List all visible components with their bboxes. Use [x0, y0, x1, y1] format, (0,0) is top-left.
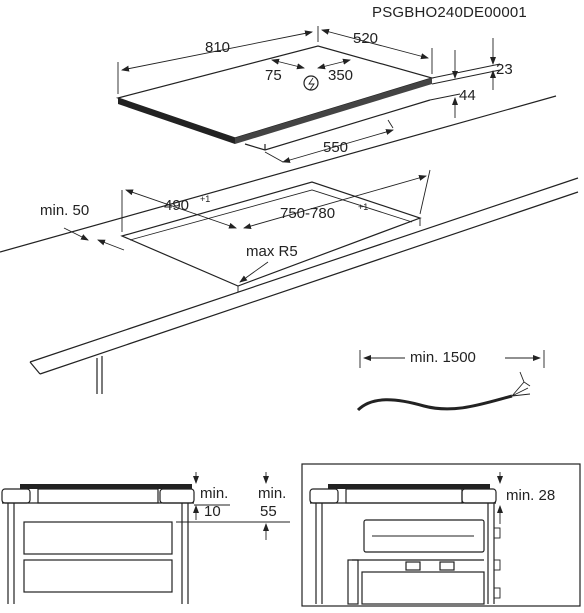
right-view-frame — [301, 463, 581, 607]
cable-outlet-icon — [303, 75, 319, 91]
hob-drawing: 810 520 75 350 23 44 550 — [115, 26, 513, 163]
corner-radius-label: max R5 — [246, 243, 298, 260]
right-hob-glass — [328, 484, 490, 489]
left-min-label-b: min. — [258, 485, 286, 502]
cable-line — [356, 394, 513, 412]
front-distance-label: min. 50 — [40, 202, 89, 219]
cutout-depth-label: 490 — [164, 197, 189, 214]
left-section-view: min. 10 min. 55 — [1, 472, 290, 604]
left-min-label-a: min. — [200, 485, 228, 502]
hob-front-edge — [118, 98, 235, 144]
document-code: PSGBHO240DE00001 — [372, 4, 527, 21]
hob-glass-top — [115, 45, 435, 139]
right-section-view: min. 28 — [301, 463, 581, 607]
cutout-width-label: 750-780 — [280, 205, 335, 222]
left-min-value-a: 10 — [204, 503, 221, 520]
left-hob-glass — [20, 484, 192, 489]
cutout-depth-tolerance: +1 — [200, 194, 210, 204]
cable-drawing: min. 1500 — [356, 349, 545, 412]
cable-length-label: min. 1500 — [410, 349, 476, 366]
hob-width-label: 810 — [205, 39, 230, 56]
oven-top — [363, 519, 485, 553]
hob-box-width-label: 550 — [323, 139, 348, 156]
left-min-value-b: 55 — [260, 503, 277, 520]
hob-thickness-label: 23 — [496, 61, 513, 78]
cutout-width-tolerance: +1 — [358, 202, 368, 212]
cable-offset-left-label: 75 — [265, 67, 282, 84]
worktop-drawing: 490 +1 750-780 +1 max R5 min. 50 — [0, 95, 579, 394]
hob-depth-label: 520 — [353, 30, 378, 47]
cable-offset-right-label: 350 — [328, 67, 353, 84]
hob-side-edge — [235, 78, 432, 144]
right-min-label: min. 28 — [506, 487, 555, 504]
hob-below-height-label: 44 — [459, 87, 476, 104]
